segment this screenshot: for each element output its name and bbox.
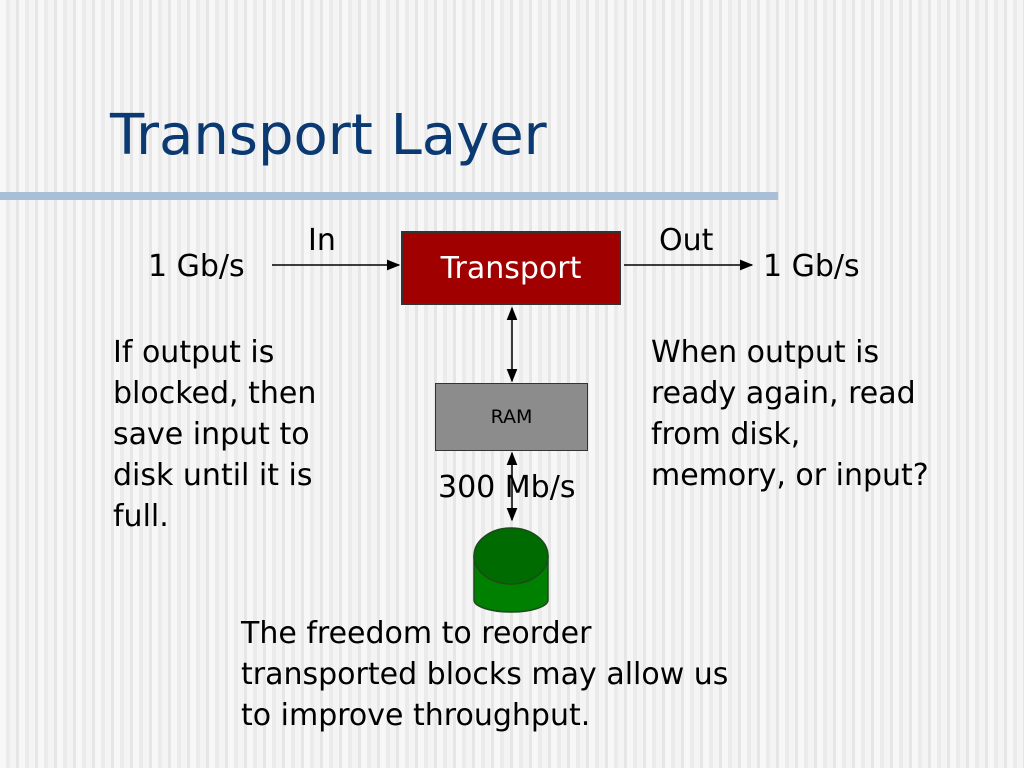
left-note-line: blocked, then [113,376,317,411]
out-label: Out [659,223,714,258]
bottom-note-line: to improve throughput. [241,698,591,733]
disk-rate-label: 300 Mb/s [438,470,576,505]
output-rate-label: 1 Gb/s [763,249,860,284]
in-label: In [308,223,336,258]
slide-title: Transport Layer [110,103,547,168]
right-note-line: from disk, [651,417,801,452]
left-note-line: save input to [113,417,310,452]
bottom-note-line: The freedom to reorder [241,616,592,651]
input-rate-label: 1 Gb/s [148,249,245,284]
right-note-line: When output is [651,335,880,370]
left-note: If output is blocked, then save input to… [113,332,316,537]
right-note: When output is ready again, read from di… [651,332,929,496]
right-note-line: ready again, read [651,376,916,411]
disk-cylinder-icon [473,527,549,613]
right-note-line: memory, or input? [651,458,929,493]
transport-box: Transport [401,231,621,305]
bottom-note: The freedom to reorder transported block… [241,613,728,736]
left-note-line: If output is [113,335,275,370]
left-note-line: full. [113,499,169,534]
bottom-note-line: transported blocks may allow us [241,657,729,692]
left-note-line: disk until it is [113,458,313,493]
ram-box: RAM [435,383,588,451]
title-divider [0,192,778,200]
